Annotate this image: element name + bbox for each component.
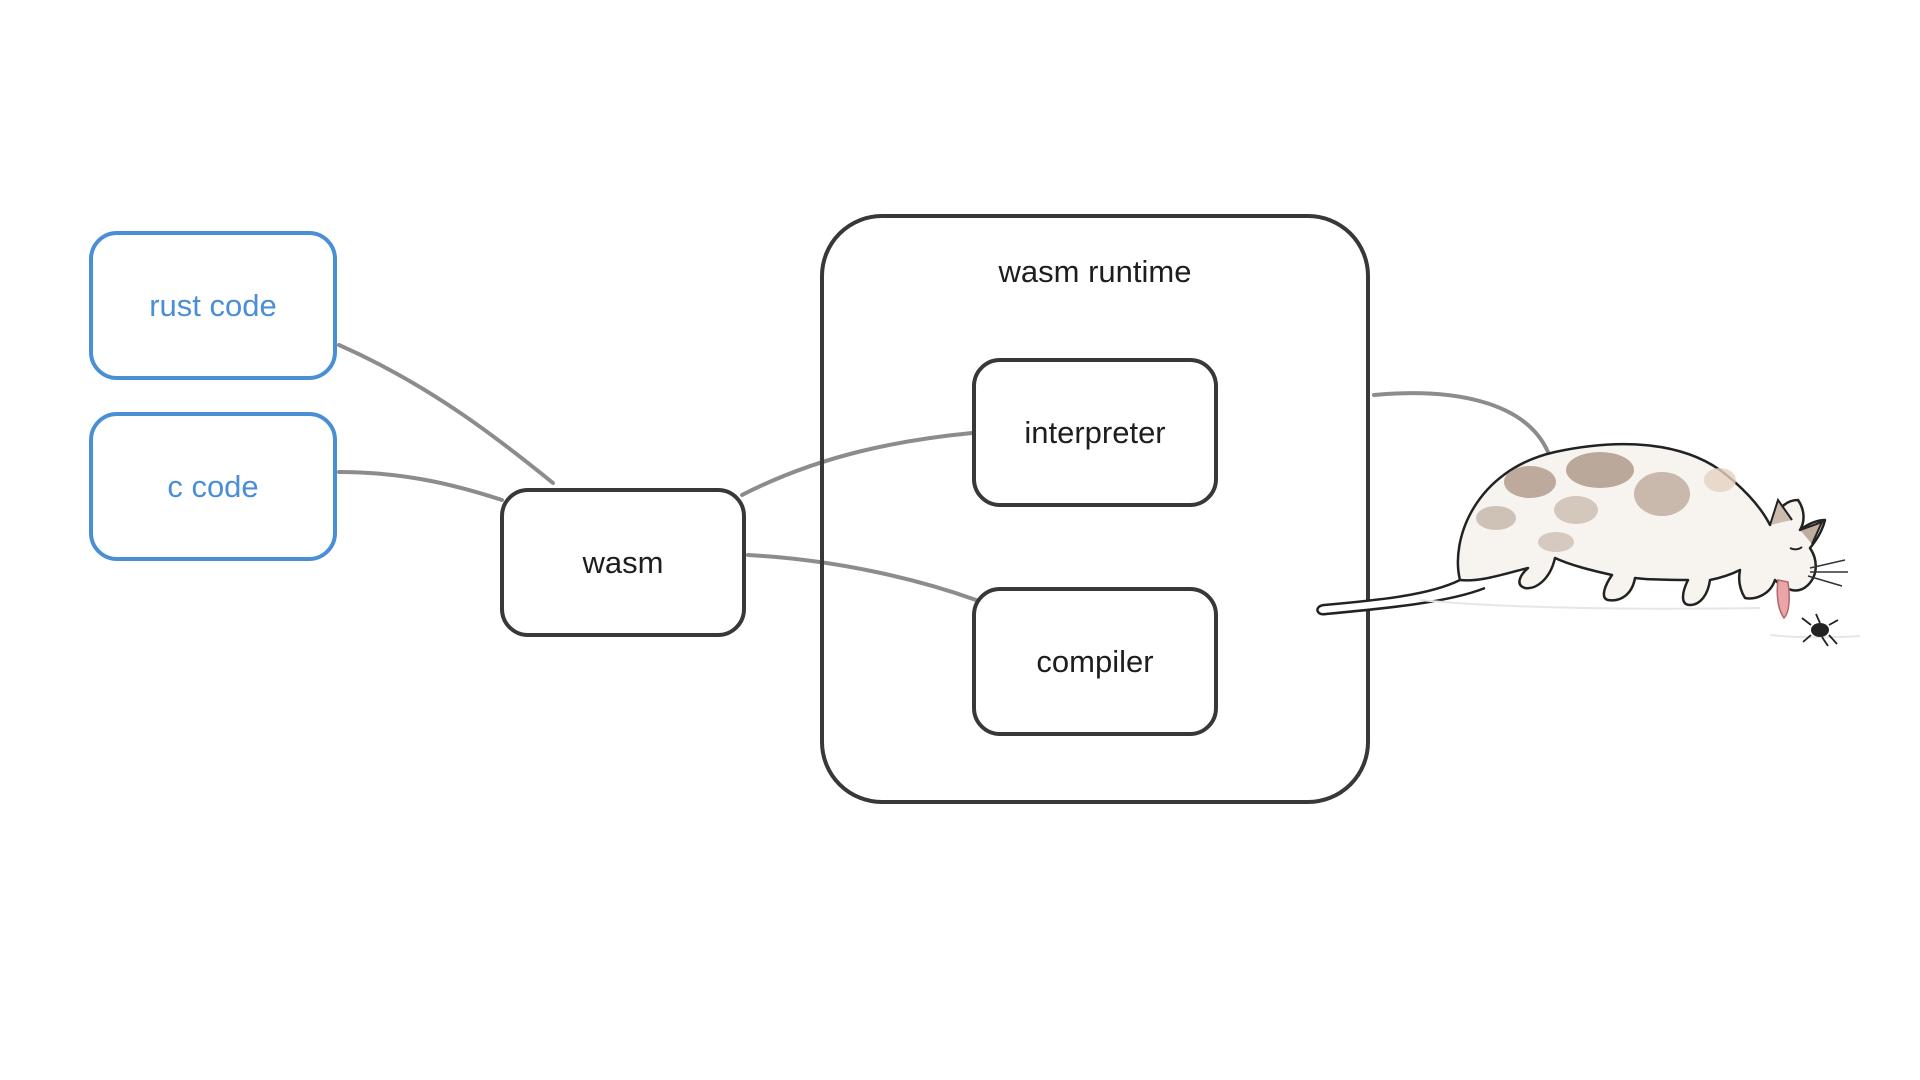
edge-wasm-to-interpreter — [740, 431, 974, 497]
compiler-node: compiler — [972, 587, 1218, 736]
bug-icon — [1801, 613, 1839, 647]
cat-ground — [1419, 599, 1861, 639]
cat-tail — [1316, 578, 1486, 616]
cat-patch — [1554, 496, 1598, 524]
cat-patch — [1504, 466, 1556, 498]
cat-ear — [1799, 520, 1824, 545]
interpreter-label: interpreter — [1024, 414, 1166, 450]
cat-illustration — [1316, 442, 1861, 647]
wasm-runtime-container: wasm runtime — [820, 214, 1370, 804]
c-code-label: c code — [167, 468, 259, 504]
cat-tongue — [1776, 579, 1790, 620]
cat-patch — [1704, 468, 1736, 492]
edge-runtime-to-cat — [1372, 391, 1550, 454]
wasm-runtime-label: wasm runtime — [998, 254, 1192, 289]
edge-rust-to-wasm — [337, 343, 555, 485]
wasm-label: wasm — [582, 544, 664, 580]
wasm-node: wasm — [500, 488, 746, 637]
cat-patch — [1566, 452, 1634, 488]
cat-patch — [1634, 472, 1690, 516]
rust-code-label: rust code — [149, 287, 277, 323]
interpreter-node: interpreter — [972, 358, 1218, 507]
cat-ear — [1769, 497, 1793, 526]
cat-patch — [1538, 532, 1574, 552]
cat-eye — [1789, 546, 1803, 551]
rust-code-node: rust code — [89, 231, 337, 380]
compiler-label: compiler — [1036, 643, 1154, 679]
c-code-node: c code — [89, 412, 337, 561]
edge-wasm-to-compiler — [746, 553, 978, 602]
edge-c-to-wasm — [337, 470, 504, 502]
cat-whiskers — [1807, 559, 1848, 587]
cat-patch — [1476, 506, 1516, 530]
